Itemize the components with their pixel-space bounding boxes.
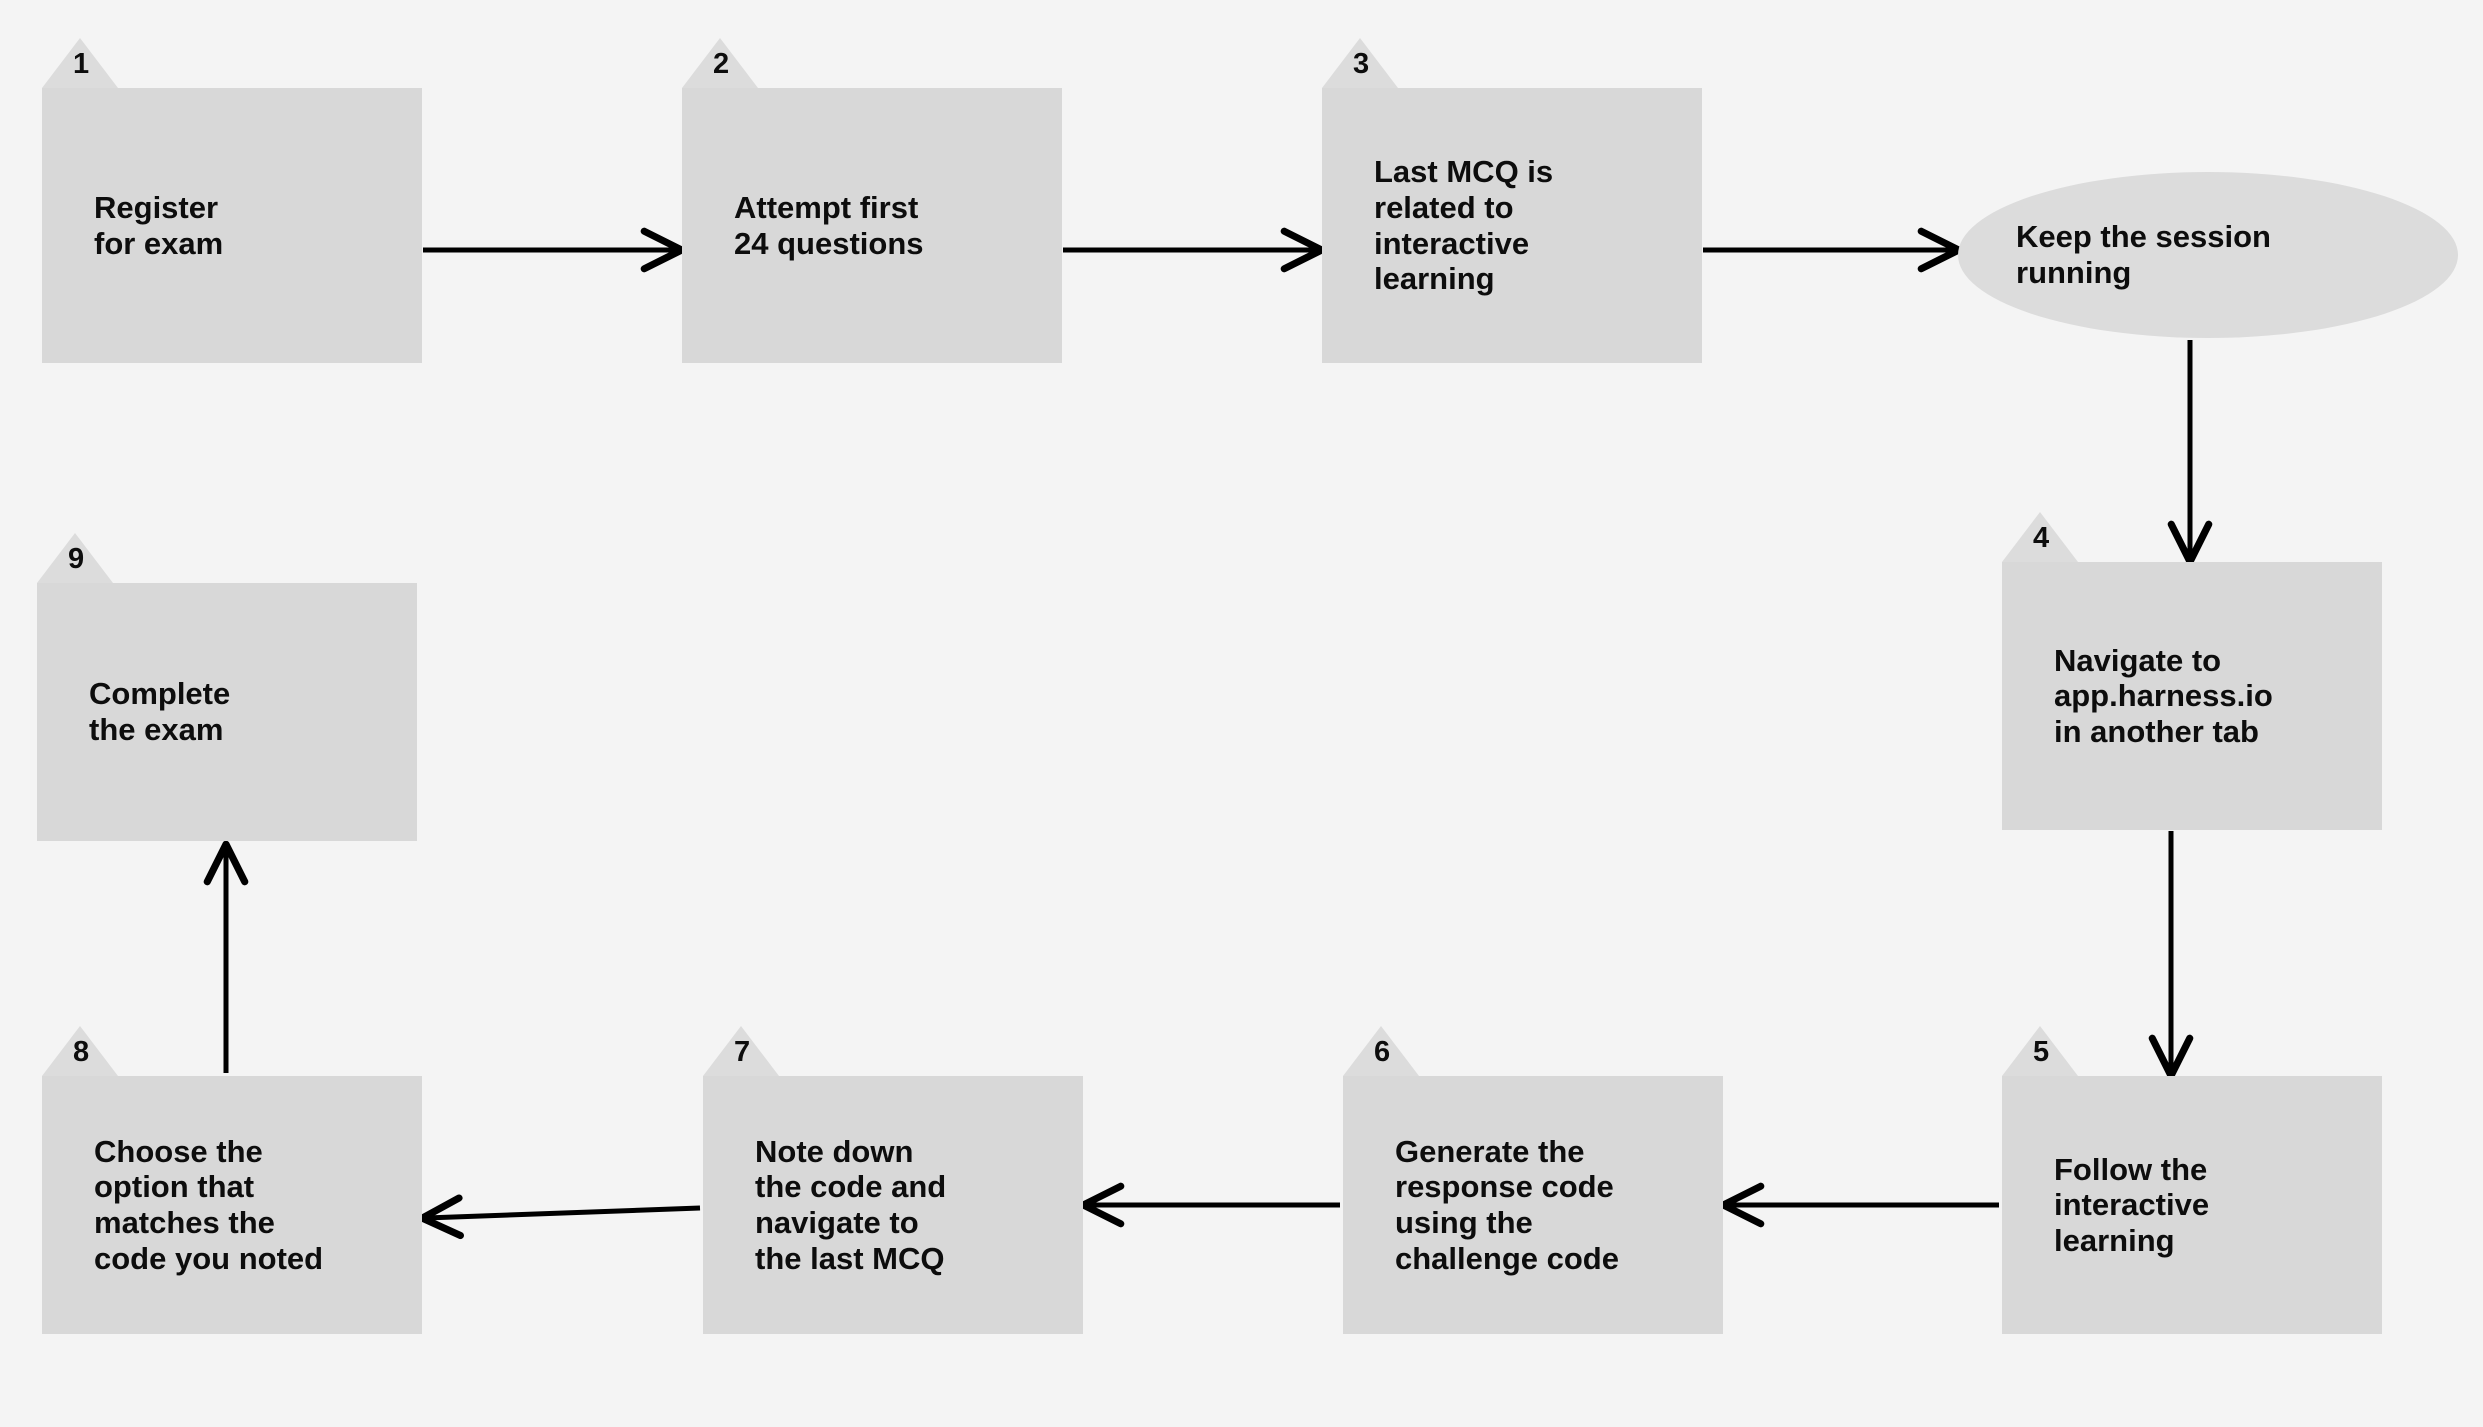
node-label: Last MCQ is related to interactive learn… (1374, 154, 1554, 297)
node-complete-the-exam[interactable]: Complete the exam (37, 583, 417, 841)
node-label: Complete the exam (89, 676, 231, 747)
step-badge-number-6: 6 (1374, 1036, 1391, 1068)
step-badge-1 (42, 38, 118, 88)
step-badge-number-4: 4 (2033, 522, 2050, 554)
step-badge-number-1: 1 (73, 48, 90, 80)
node-note-down-code-navigate-last-mcq[interactable]: Note down the code and navigate to the l… (703, 1076, 1083, 1334)
node-generate-response-code[interactable]: Generate the response code using the cha… (1343, 1076, 1723, 1334)
node-navigate-to-app-harness-io[interactable]: Navigate to app.harness.io in another ta… (2002, 562, 2382, 830)
step-badge-7 (703, 1026, 779, 1076)
step-badge-number-8: 8 (73, 1036, 90, 1068)
node-label: Register for exam (94, 189, 224, 261)
step-badge-number-5: 5 (2033, 1036, 2050, 1068)
node-label: Choose the option that matches the code … (94, 1133, 324, 1276)
node-register-for-exam[interactable]: Register for exam (42, 88, 422, 363)
node-label: Attempt first 24 questions (734, 189, 924, 261)
node-label: Follow the interactive learning (2054, 1151, 2210, 1258)
node-label: Keep the session running (2016, 219, 2271, 290)
node-keep-the-session-running[interactable]: Keep the session running (1958, 172, 2458, 338)
step-badge-3 (1322, 38, 1398, 88)
step-badge-number-3: 3 (1353, 48, 1370, 80)
node-label: Generate the response code using the cha… (1395, 1133, 1619, 1276)
step-badge-5 (2002, 1026, 2078, 1076)
node-attempt-first-24-questions[interactable]: Attempt first 24 questions (682, 88, 1062, 363)
node-last-mcq-interactive-learning[interactable]: Last MCQ is related to interactive learn… (1322, 88, 1702, 363)
step-badge-9 (37, 533, 113, 583)
edge-7-to-8 (418, 1194, 701, 1240)
node-label: Note down the code and navigate to the l… (755, 1133, 947, 1276)
step-badge-number-7: 7 (734, 1036, 751, 1068)
node-label: Navigate to app.harness.io in another ta… (2054, 642, 2273, 749)
step-badge-number-9: 9 (68, 543, 85, 575)
step-badge-8 (42, 1026, 118, 1076)
node-follow-the-interactive-learning[interactable]: Follow the interactive learning (2002, 1076, 2382, 1334)
step-badge-6 (1343, 1026, 1419, 1076)
step-badge-4 (2002, 512, 2078, 562)
step-badge-2 (682, 38, 758, 88)
step-badge-number-2: 2 (713, 48, 730, 80)
node-choose-matching-option[interactable]: Choose the option that matches the code … (42, 1076, 422, 1334)
